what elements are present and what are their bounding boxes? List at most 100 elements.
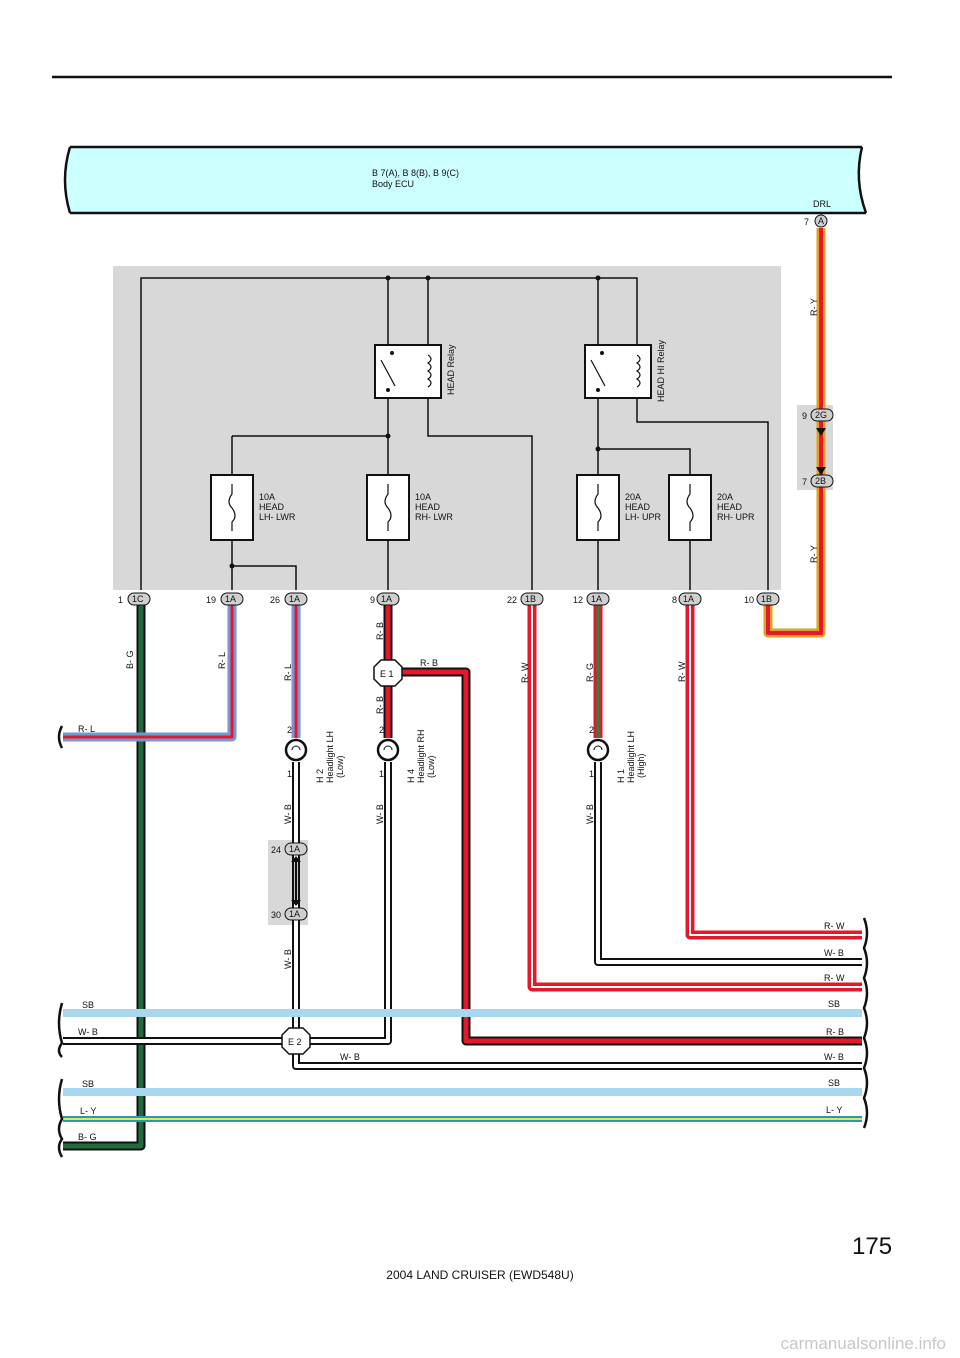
body-ecu: B 7(A), B 8(B), B 9(C) Body ECU DRL 7 A [63, 145, 868, 228]
fuse-rh-upr: 20A HEAD RH- UPR [668, 474, 755, 541]
right-bus-rw1: R- W [824, 921, 845, 931]
head-hi-relay: HEAD HI Relay [584, 339, 666, 402]
fuse-lh-lwr-rating: 10A [259, 492, 275, 502]
ground-e2: E 2 [281, 1027, 311, 1055]
wire-w-b-e2-right [292, 1052, 862, 1070]
pin: 2 [379, 725, 384, 735]
fuse-lh-lwr-type: HEAD [259, 502, 285, 512]
label-rb-bottom: R- B [375, 696, 385, 714]
label-rw-8: R- W [677, 661, 687, 682]
junction-dots [229, 275, 601, 569]
headlight-name: Headlight LH [626, 731, 636, 783]
conn-pin: 9 [802, 411, 807, 421]
conn-2g [810, 408, 834, 422]
headlight-code: H 2 [315, 769, 325, 783]
label-rb-top: R- B [375, 622, 385, 640]
headlight-mode: (Low) [426, 755, 436, 778]
label-ry-bottom: R- Y [809, 545, 819, 563]
wire-w-b-h1 [594, 762, 862, 966]
wire-r-b [383, 605, 862, 1046]
left-bus-rl: R- L [78, 724, 95, 734]
headlight-name: Headlight LH [325, 731, 335, 783]
conn-code: 1B [761, 594, 772, 604]
label-rl-19: R- L [217, 652, 227, 669]
fuse-lh-lwr: 10A HEAD LH- LWR [210, 474, 296, 541]
fuse-rh-lwr-name: RH- LWR [415, 512, 453, 522]
headlight-h4: 2 1 H 4 Headlight RH (Low) [376, 725, 436, 783]
conn-24-1a [284, 842, 308, 856]
conn-pin: 30 [271, 910, 281, 920]
conn-code: 1A [683, 594, 694, 604]
label-wb-lower: W- B [283, 949, 293, 969]
conn-code: 2G [815, 410, 827, 420]
wire-r-l-19 [63, 605, 237, 742]
ground-e1-label: E 1 [380, 669, 394, 679]
pin: 1 [589, 769, 594, 779]
head-hi-relay-label: HEAD HI Relay [656, 339, 666, 402]
headlight-code: H 4 [406, 769, 416, 783]
side-connectors: 9 2G 7 2B 24 1A 30 1A [271, 408, 834, 921]
fuse-lh-upr-type: HEAD [625, 502, 651, 512]
ecu-terminal-name: DRL [813, 199, 831, 209]
page-number: 175 [852, 1233, 893, 1260]
conn-code: 1A [289, 594, 300, 604]
wires [63, 228, 862, 1151]
left-bus-wb: W- B [78, 1027, 98, 1037]
fuse-lh-upr: 20A HEAD LH- UPR [576, 474, 662, 541]
right-bus-sb2: SB [828, 1078, 840, 1088]
headlight-name: Headlight RH [416, 729, 426, 783]
fuse-lh-upr-name: LH- UPR [625, 512, 662, 522]
conn-pin: 9 [370, 595, 375, 605]
right-bus-wb2: W- B [824, 1052, 844, 1062]
ecu-terminal-pin: 7 [804, 217, 809, 227]
conn-pin: 12 [573, 595, 583, 605]
conn-code: 1A [381, 594, 392, 604]
conn-22-1b: 22 1B [507, 592, 544, 606]
conn-pin: 24 [271, 845, 281, 855]
conn-2b [810, 474, 834, 488]
wire-b-g [63, 605, 146, 1151]
fuse-rh-upr-rating: 20A [717, 492, 733, 502]
head-relay: HEAD Relay [374, 344, 456, 399]
ecu-terminal-connector [814, 214, 828, 228]
conn-code: 1B [525, 594, 536, 604]
wire-r-w-22 [527, 605, 862, 992]
conn-12-1a: 12 1A [573, 592, 610, 606]
fuse-rh-lwr-type: HEAD [415, 502, 441, 512]
ground-e2-label: E 2 [288, 1037, 302, 1047]
pin: 1 [287, 769, 292, 779]
wire-color-labels: R- Y R- Y B- G R- L R- L R- B R- B R- B … [125, 298, 819, 1062]
label-rl-26: R- L [283, 664, 293, 681]
conn-19-1a: 19 1A [206, 592, 244, 606]
fuse-lh-upr-rating: 20A [625, 492, 641, 502]
conn-pin: 26 [270, 595, 280, 605]
label-rb-horiz: R- B [420, 658, 438, 668]
conn-9-1a: 9 1A [370, 592, 400, 606]
label-ry-top: R- Y [809, 298, 819, 316]
left-bus-bg: B- G [78, 1132, 97, 1142]
pin: 1 [379, 769, 384, 779]
headlight-mode: (High) [636, 753, 646, 778]
right-bus-ly: L- Y [826, 1105, 842, 1115]
left-bus-labels: R- L SB W- B SB L- Y B- G [78, 724, 98, 1142]
label-wb-h4: W- B [375, 804, 385, 824]
conn-code: 1A [225, 594, 236, 604]
right-bus-wb1: W- B [824, 948, 844, 958]
footer-title: 2004 LAND CRUISER (EWD548U) [386, 1268, 574, 1282]
conn-pin: 22 [507, 595, 517, 605]
break-marks [57, 725, 869, 1158]
ecu-name: Body ECU [372, 179, 414, 189]
pin: 2 [589, 725, 594, 735]
conn-code: 1A [591, 594, 602, 604]
label-rg: R- G [585, 663, 595, 682]
wire-w-b-h4 [308, 762, 392, 1045]
headlight-h2: 2 1 H 2 Headlight LH (Low) [284, 725, 345, 783]
fuse-rh-upr-type: HEAD [717, 502, 743, 512]
conn-code: 2B [815, 476, 826, 486]
conn-pin: 19 [206, 595, 216, 605]
